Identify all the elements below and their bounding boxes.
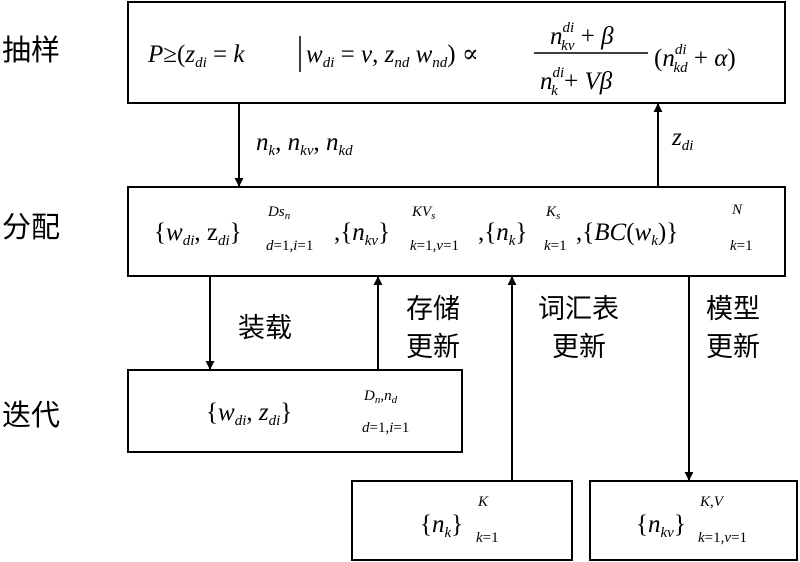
svg-text:{wdi, zdi}: {wdi, zdi} <box>154 219 242 249</box>
iteration-box <box>127 369 463 453</box>
svg-text:KVs: KVs <box>411 204 435 222</box>
svg-text:k=1,v=1: k=1,v=1 <box>698 530 747 546</box>
edge-label-storage-line2: 更新 <box>406 332 460 363</box>
svg-text:K: K <box>477 494 489 510</box>
svg-text:Dsn: Dsn <box>267 204 291 222</box>
vocab-box <box>351 480 573 561</box>
svg-text:,{nk}: ,{nk} <box>478 219 527 249</box>
model-formula: {nkv} K,V k=1,v=1 <box>636 494 747 546</box>
sampling-box <box>127 1 786 104</box>
edge-label-counts: nk, nkv, nkd <box>256 129 353 159</box>
svg-text:k=1: k=1 <box>544 238 567 254</box>
svg-text:Dn,nd: Dn,nd <box>363 388 398 406</box>
edge-label-model-line2: 更新 <box>706 332 760 363</box>
allocation-formula: {wdi, zdi} Dsn d=1,i=1 ,{nkv} KVs k=1,v=… <box>154 202 753 254</box>
svg-text:Ks: Ks <box>545 204 560 222</box>
vocab-formula: {nk} K k=1 <box>420 494 499 546</box>
edge-label-storage-line1: 存储 <box>406 294 460 325</box>
svg-text:k=1: k=1 <box>730 238 753 254</box>
svg-text:P≥(zdi = k: P≥(zdi = k <box>147 41 245 71</box>
svg-text:,{BC(wk)}: ,{BC(wk)} <box>576 219 678 249</box>
edge-label-load: 装载 <box>238 313 292 344</box>
stage-label-allocation: 分配 <box>2 210 60 244</box>
svg-text:{wdi, zdi}: {wdi, zdi} <box>206 399 292 429</box>
edge-label-vocab-line1: 词汇表 <box>538 294 619 325</box>
svg-text:k=1: k=1 <box>476 530 499 546</box>
svg-text:,{nkv}: ,{nkv} <box>334 219 390 249</box>
edge-label-model-line1: 模型 <box>706 294 760 325</box>
svg-text:K,V: K,V <box>699 494 725 510</box>
edge-label-vocab-line2: 更新 <box>552 332 606 363</box>
svg-text:d=1,i=1: d=1,i=1 <box>362 420 409 436</box>
stage-label-iteration: 迭代 <box>2 398 60 432</box>
svg-text:{nk}: {nk} <box>420 511 463 541</box>
svg-text:wdi = v, znd wnd) ∝: wdi = v, znd wnd) ∝ <box>306 41 479 71</box>
edge-label-topic: zdi <box>671 124 693 154</box>
svg-text:k=1,v=1: k=1,v=1 <box>410 238 459 254</box>
iteration-formula: {wdi, zdi} Dn,nd d=1,i=1 <box>206 388 409 436</box>
model-box <box>589 480 798 561</box>
svg-text:N: N <box>731 202 743 218</box>
stage-label-sampling: 抽样 <box>2 33 60 67</box>
allocation-box <box>127 186 786 277</box>
svg-text:d=1,i=1: d=1,i=1 <box>266 238 313 254</box>
svg-text:{nkv}: {nkv} <box>636 511 686 541</box>
